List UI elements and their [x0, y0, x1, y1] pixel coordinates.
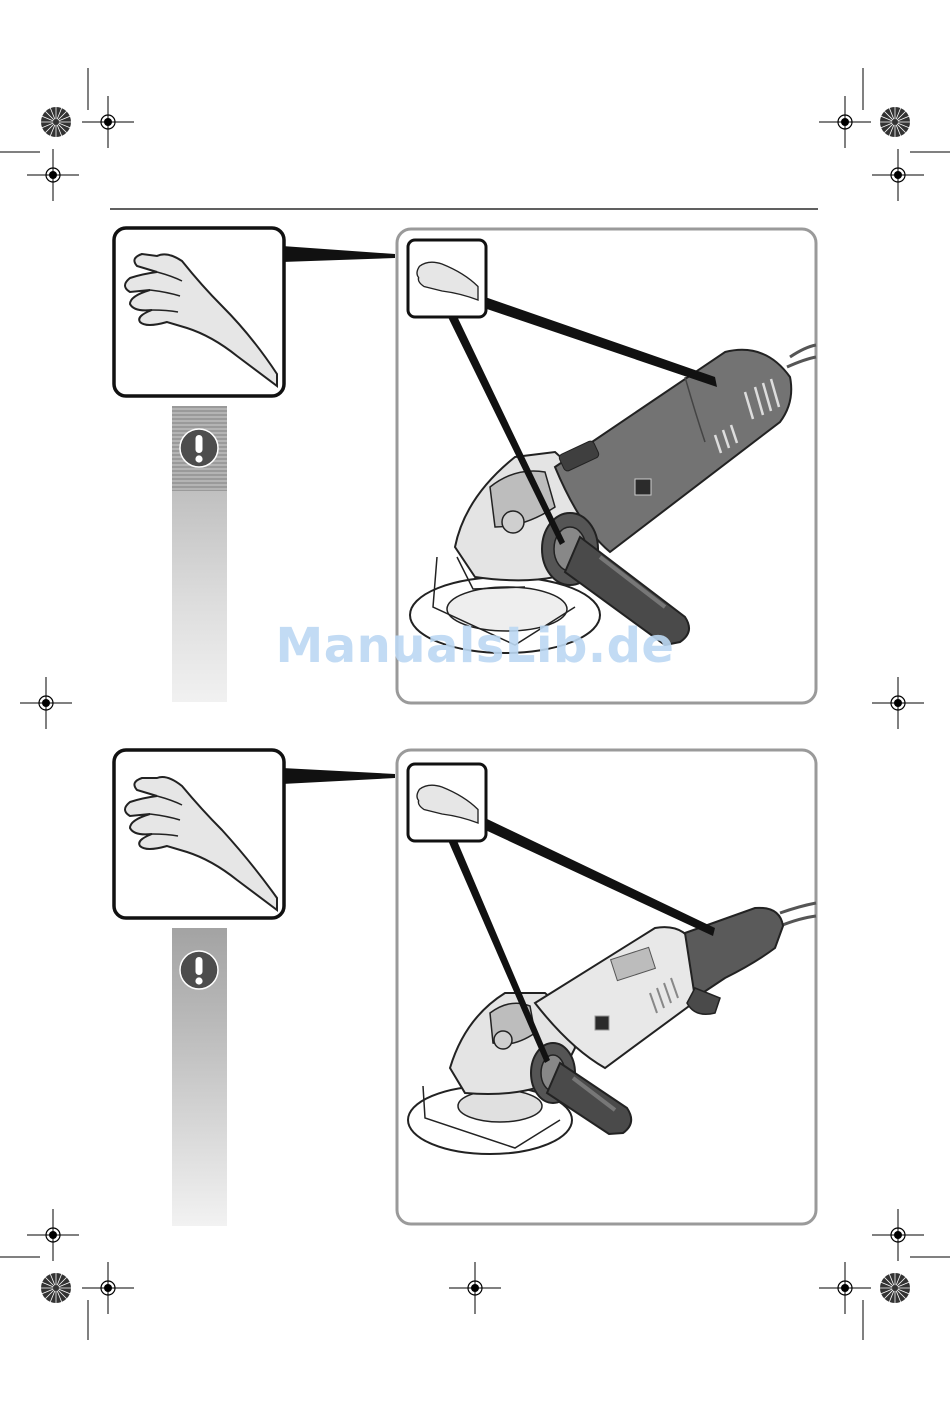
figure-1 [0, 0, 950, 720]
callout-connector [282, 240, 398, 270]
hand-grip-detail [112, 226, 286, 400]
exclamation-icon [179, 428, 219, 468]
watermark: ManualsLib.de [0, 618, 950, 674]
